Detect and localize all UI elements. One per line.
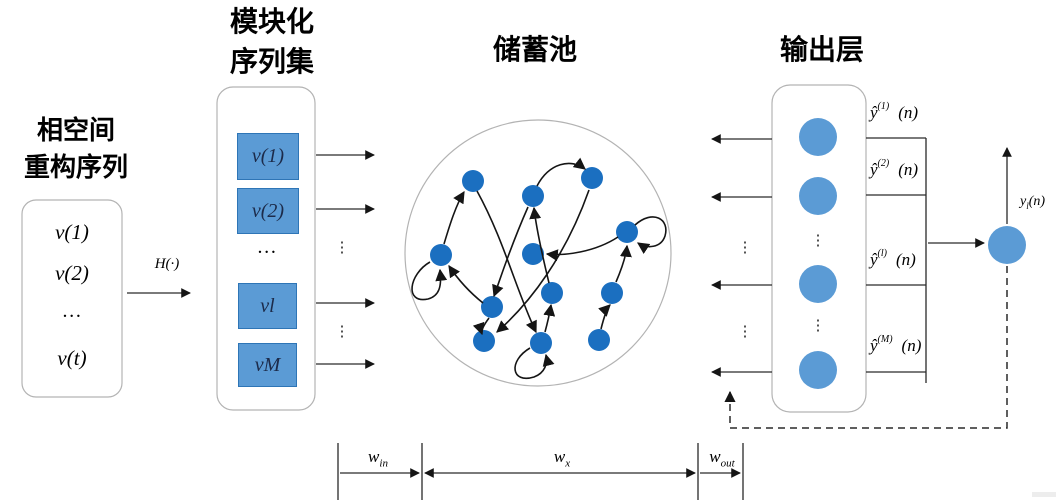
output-neuron-1 [799,118,837,156]
phase-item-vt: v(t) [57,346,87,370]
reservoir-connection [443,190,465,245]
output-neuron-l [799,265,837,303]
reservoir-node [522,185,544,207]
sum-node [988,226,1026,264]
reservoir-connection [536,157,586,187]
reservoir-node [473,330,495,352]
reservoir-node [588,329,610,351]
signal-label-yl: ŷ(l)(n) [870,248,916,269]
reservoir-connection [543,303,556,333]
w-out-label: wout [709,447,735,470]
transform-label: H(·) [154,256,180,272]
feedback-dashed-arrow [724,266,1008,429]
reservoir-connection [598,304,611,330]
module-ellipsis: … [258,236,276,258]
module-set-title: 模块化 序列集 [229,6,314,77]
output-neurons-vdots: ⋮ [810,318,826,334]
module-box-v1: v(1) [237,133,299,180]
output-arrows-vdots: ⋮ [737,324,753,340]
watermark [1032,492,1056,497]
reservoir-connection [411,261,448,301]
output-layer-title: 输出层 [779,34,864,65]
module-box-v2: v(2) [237,188,299,234]
reservoir-node [481,296,503,318]
reservoir-connection [615,244,632,283]
reservoir-node [462,170,484,192]
reservoir-node [541,282,563,304]
reservoir-network [411,157,667,380]
phase-items-ellipsis: … [63,300,81,322]
signal-bracket [866,137,927,383]
w-x-label: wx [553,447,571,470]
phase-space-title: 相空间 重构序列 [23,115,128,182]
input-arrows-vdots: ⋮ [334,324,350,340]
signal-label-yM: ŷ(M)(n) [870,334,922,355]
reservoir-node [530,332,552,354]
output-left-arrows [711,134,772,377]
reservoir-node [616,221,638,243]
phase-item-v2: v(2) [55,261,89,285]
signal-label-y1: ŷ(1)(n) [870,101,919,122]
reservoir-connection [634,216,667,254]
reservoir-connection [476,190,537,334]
reservoir-node [581,167,603,189]
reservoir-node [601,282,623,304]
output-neuron-M [799,351,837,389]
weight-measures [337,443,744,500]
output-layer-box [771,84,867,413]
input-arrows [316,150,375,369]
phase-item-v1: v(1) [55,220,89,244]
reservoir-connection [472,317,490,336]
output-neuron-2 [799,177,837,215]
input-arrows-vdots: ⋮ [334,240,350,256]
w-in-label: win [368,447,388,470]
final-output-label: yl(n) [1020,194,1046,211]
reservoir-connection [492,206,529,298]
reservoir-node [430,244,452,266]
reservoir-node [522,243,544,265]
reservoir-connection [514,347,555,380]
reservoir-connection [448,265,484,304]
signal-label-y2: ŷ(2)(n) [870,158,919,179]
phase-space-box [21,199,123,398]
output-neurons-vdots: ⋮ [810,233,826,249]
reservoir-title: 储蓄池 [492,34,577,65]
output-arrows-vdots: ⋮ [737,240,753,256]
reservoir-connection [545,236,619,262]
reservoir-connection [529,206,550,284]
